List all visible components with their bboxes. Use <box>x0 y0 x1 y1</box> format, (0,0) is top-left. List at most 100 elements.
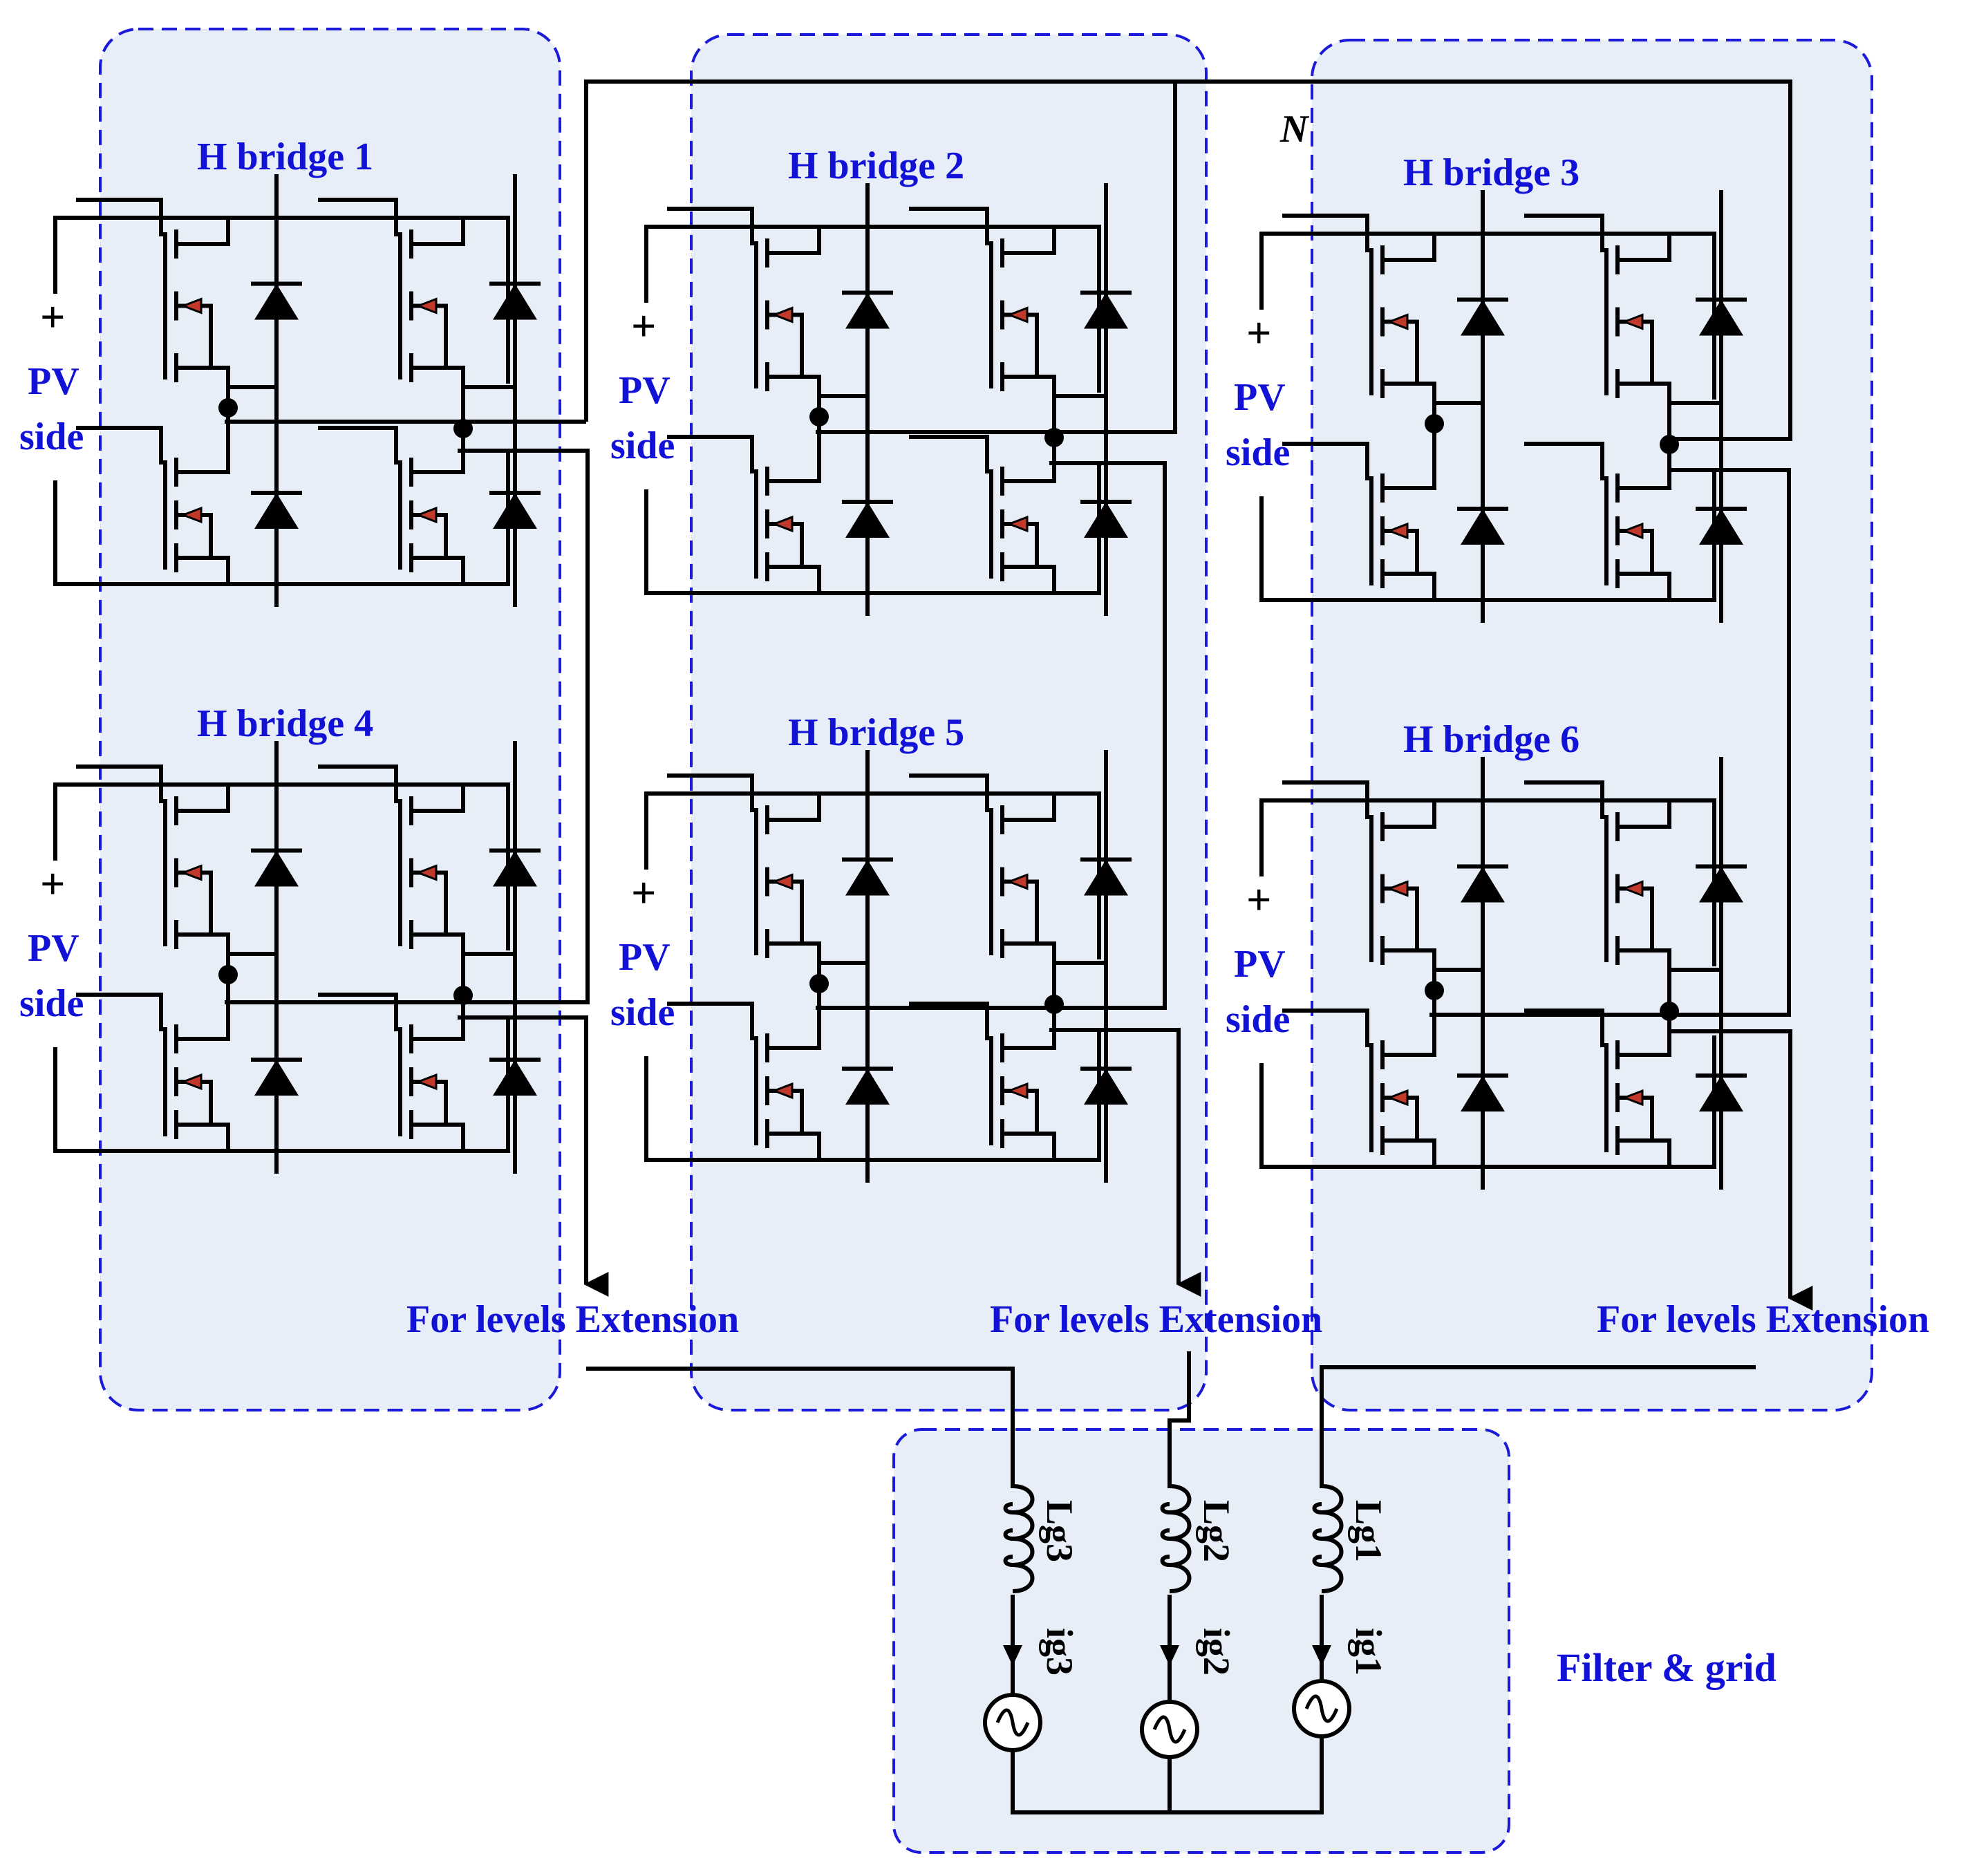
pv-label-line2: side <box>610 424 675 467</box>
gate-arrow <box>1386 1089 1409 1107</box>
pv-label-line1: PV <box>619 369 671 412</box>
extension-label-2: For levels Extension <box>990 1298 1322 1341</box>
interconnect-wiring <box>225 79 1813 1474</box>
inductor-icon <box>1312 1484 1344 1593</box>
diode-icon <box>254 283 299 320</box>
drain-lead <box>767 1022 821 1050</box>
source-lead <box>1382 1138 1436 1167</box>
drain-lead <box>411 785 465 813</box>
neutral-tap-hb2 <box>816 82 1177 434</box>
node-b <box>1044 995 1064 1014</box>
mosfet-switch <box>667 183 893 426</box>
pv-label-line1: PV <box>1234 943 1286 986</box>
drain-lead <box>176 1013 230 1041</box>
neutral-label: N <box>1279 108 1310 151</box>
diode-icon <box>845 859 890 896</box>
pv-label-line1: PV <box>619 936 671 979</box>
phase-leg-box-3 <box>1311 39 1873 1411</box>
mosfet-switch <box>318 402 541 607</box>
pv-label-line1: PV <box>28 360 79 403</box>
gate-arrow <box>1386 880 1409 897</box>
gate-lead <box>909 773 991 812</box>
mosfet-switch <box>909 978 1132 1183</box>
gate-arrow <box>180 506 203 524</box>
mosfet-switch <box>318 174 541 417</box>
gate-lead <box>667 435 756 473</box>
extension-arrow-3 <box>1669 1029 1813 1311</box>
gate-lead <box>909 435 991 473</box>
gate-arrow <box>771 873 794 890</box>
gate-lead <box>667 773 756 812</box>
gate-lead <box>1282 442 1371 480</box>
sine-icon <box>1152 1715 1187 1744</box>
inductor-label: Lg3 <box>1039 1500 1080 1562</box>
mosfet-switch <box>1524 190 1747 433</box>
gate-arrow <box>771 515 794 533</box>
gate-arrow <box>1386 313 1409 330</box>
bridge-title: H bridge 5 <box>788 711 964 754</box>
mosfet-switch <box>76 969 302 1174</box>
filter-grid-label: Filter & grid <box>1557 1645 1776 1690</box>
gate-arrow <box>180 297 203 315</box>
mosfet-switch <box>76 741 302 984</box>
drain-lead <box>1382 462 1436 490</box>
drain-lead <box>767 227 821 255</box>
diode-icon <box>493 850 537 887</box>
mosfet-switch <box>1282 190 1508 433</box>
diode-icon <box>1084 292 1128 329</box>
gate-lead <box>76 198 165 236</box>
mosfet-switch <box>1282 418 1508 623</box>
current-arrow-icon <box>1312 1645 1331 1666</box>
diode-icon <box>1084 1069 1128 1105</box>
diode-icon <box>845 502 890 538</box>
output-phase-1 <box>1320 1365 1756 1474</box>
phase-leg-box-1 <box>99 28 561 1411</box>
drain-lead <box>1382 1029 1436 1057</box>
source-lead <box>176 1123 230 1151</box>
gate-lead <box>318 993 400 1031</box>
diode-icon <box>254 850 299 887</box>
source-lead <box>1002 565 1056 593</box>
mosfet-switch <box>667 411 893 616</box>
gate-lead <box>1524 442 1606 480</box>
diode-icon <box>845 292 890 329</box>
grid-phase-1: Lg3 ig3 <box>983 1472 1080 1814</box>
gate-arrow <box>1006 1082 1029 1100</box>
drain-lead <box>1617 800 1671 829</box>
mosfet-switch <box>909 411 1132 616</box>
bridge-title: H bridge 6 <box>1403 718 1579 761</box>
mosfet-switch <box>909 750 1132 993</box>
current-arrow-icon <box>1003 1645 1022 1666</box>
inductor-label: Lg1 <box>1348 1500 1389 1562</box>
diode-icon <box>493 493 537 529</box>
drain-lead <box>1617 1029 1671 1057</box>
bridge-title: H bridge 1 <box>197 135 373 178</box>
inductor-label: Lg2 <box>1196 1500 1237 1562</box>
gate-arrow <box>1006 873 1029 890</box>
gate-lead <box>667 1002 756 1040</box>
mosfet-switch <box>318 741 541 984</box>
drain-lead <box>1617 234 1671 262</box>
diode-icon <box>493 1060 537 1096</box>
gate-lead <box>909 1002 991 1040</box>
gate-lead <box>318 198 400 236</box>
pv-label-line2: side <box>1226 998 1290 1041</box>
diode-icon <box>1699 1076 1743 1111</box>
inductor-icon <box>1003 1484 1035 1593</box>
mosfet-switch <box>76 402 302 607</box>
drain-lead <box>411 1013 465 1041</box>
drain-lead <box>1002 794 1056 822</box>
gate-arrow <box>415 506 438 524</box>
gate-arrow <box>415 864 438 881</box>
pv-plus: + <box>631 868 656 917</box>
diode-icon <box>1699 866 1743 903</box>
phase-leg-boxes <box>99 28 1873 1854</box>
neutral-bus <box>584 79 1792 441</box>
diode-icon <box>1461 866 1505 903</box>
diode-icon <box>254 493 299 529</box>
current-label: ig3 <box>1039 1628 1080 1676</box>
gate-lead <box>667 207 756 245</box>
